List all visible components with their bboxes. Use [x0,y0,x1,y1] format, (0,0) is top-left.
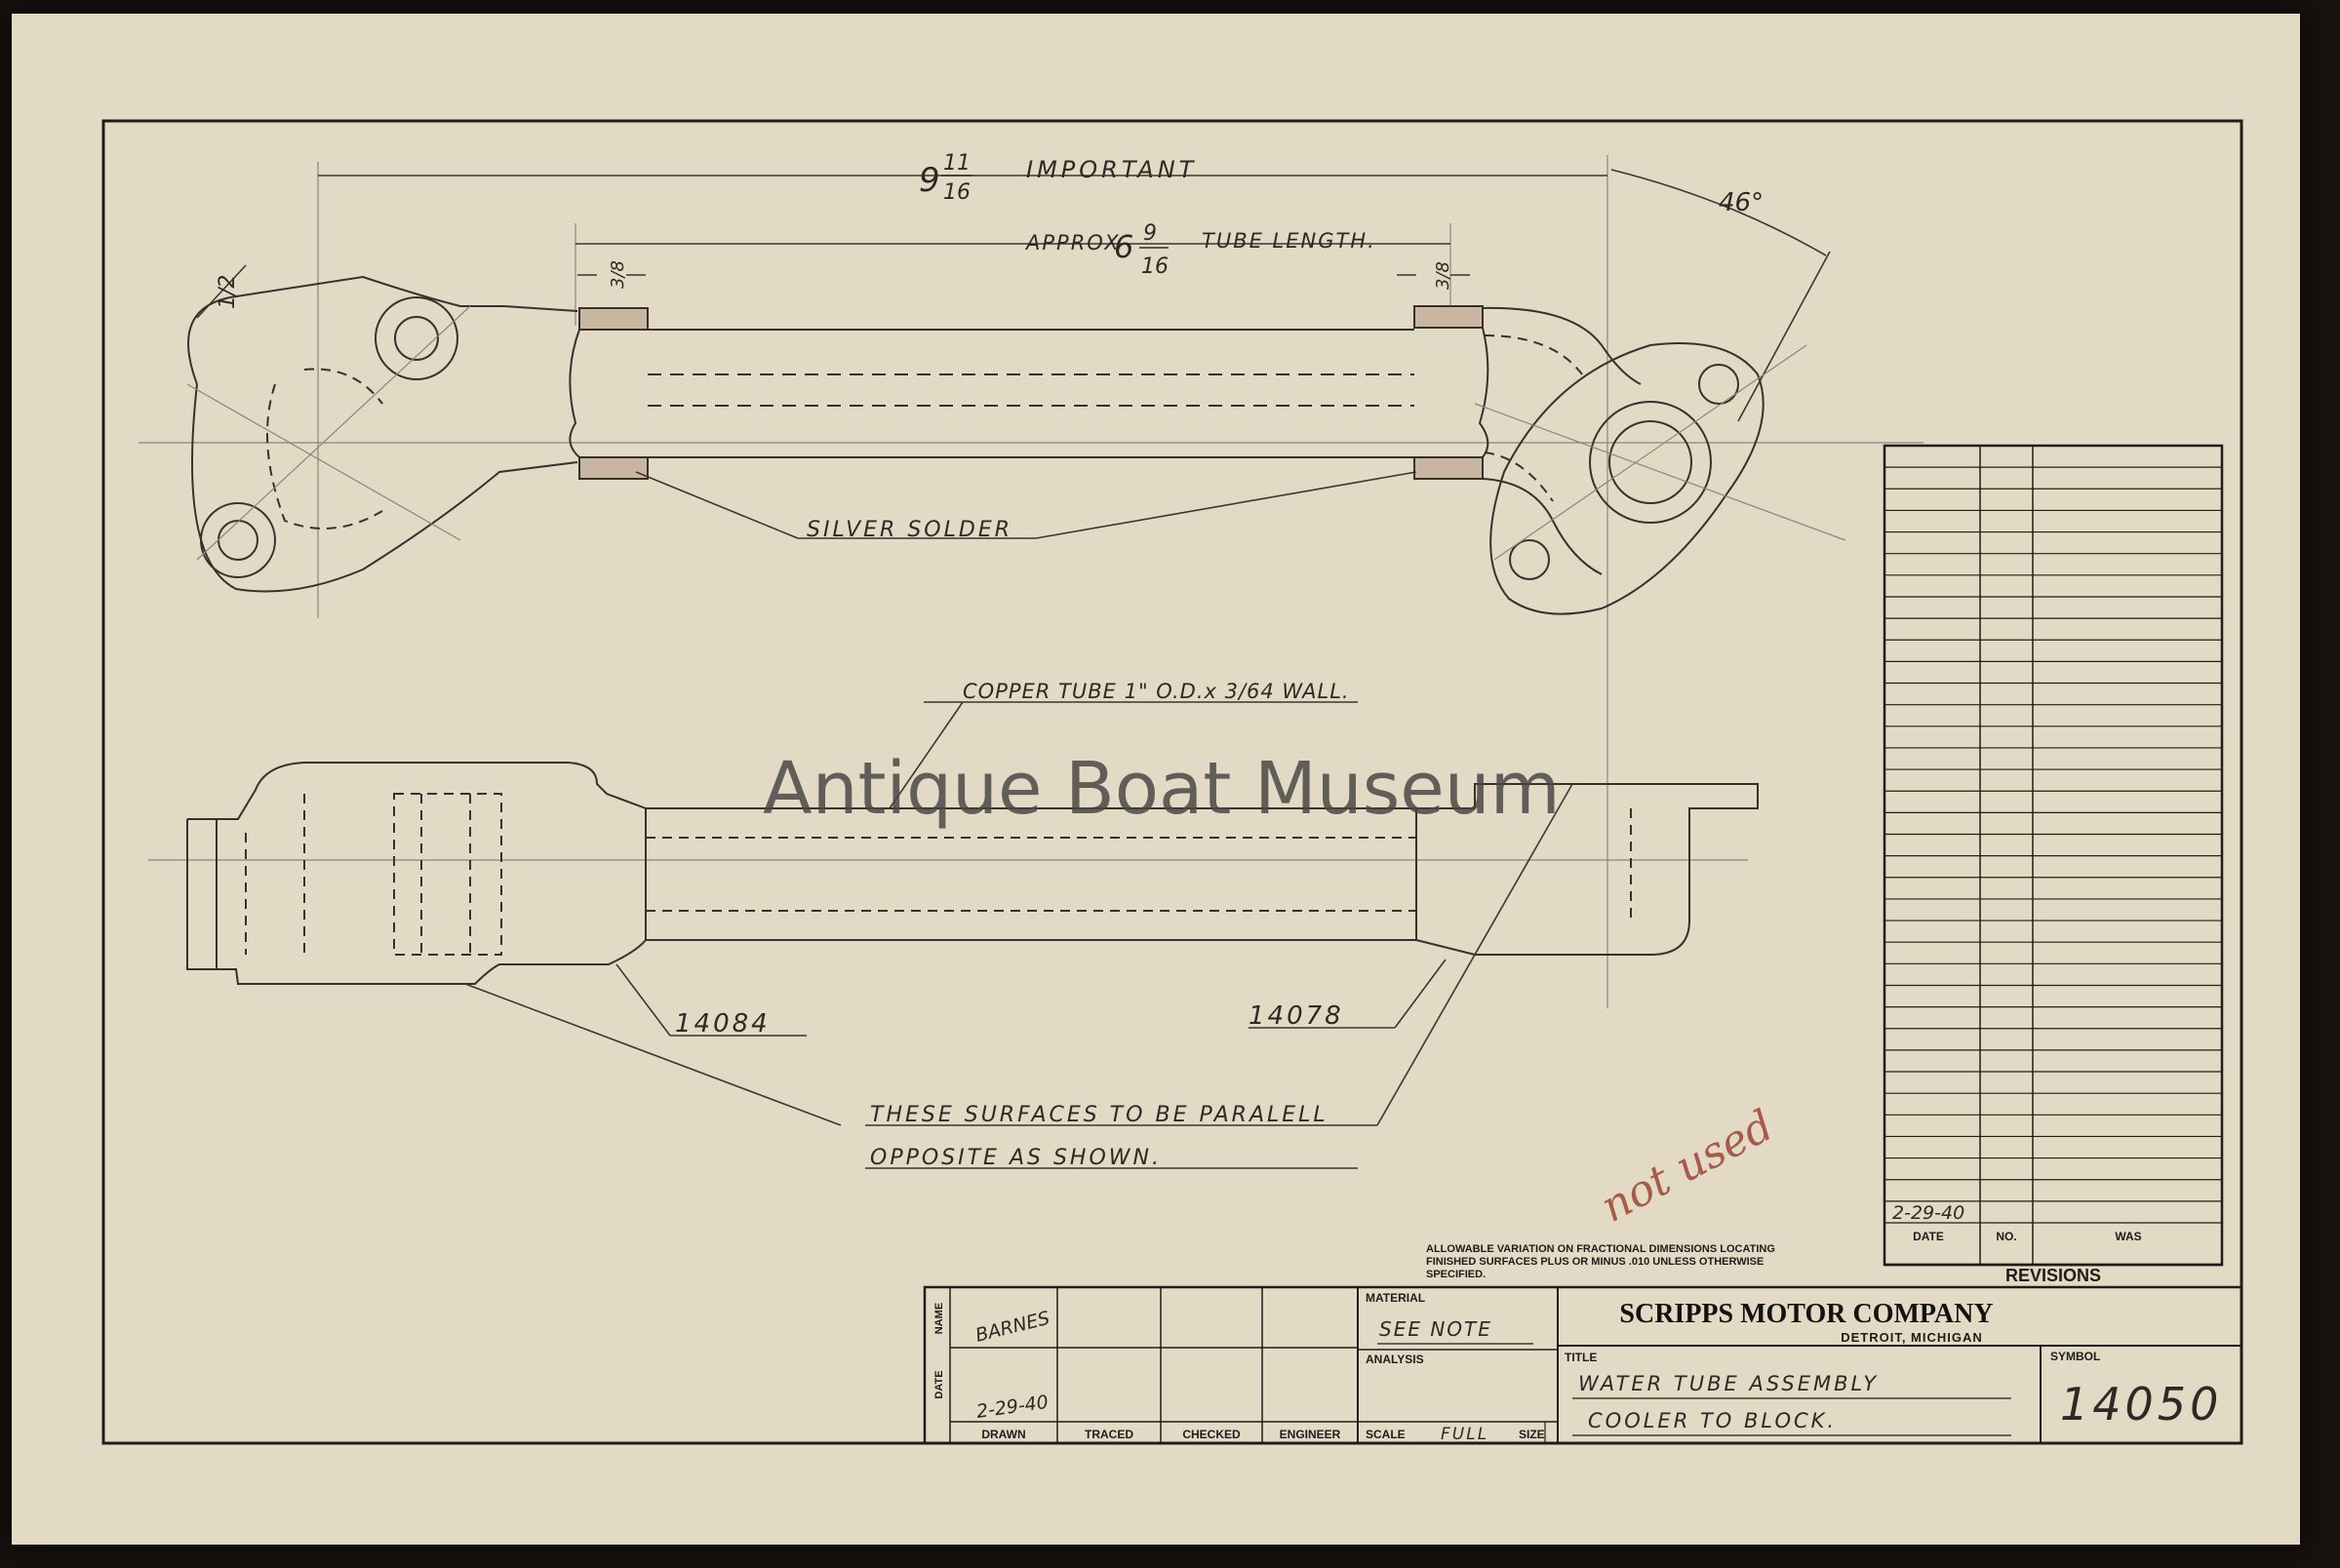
symbol-value: 14050 [2060,1378,2222,1431]
rev-col-date: DATE [1913,1230,1944,1243]
row-name-label: NAME [933,1303,945,1334]
parallel-note-line1: THESE SURFACES TO BE PARALELL [870,1103,1329,1127]
watermark-text: Antique Boat Museum [763,747,1561,831]
overall-dim-den: 16 [943,180,971,205]
dimension-lines [196,169,1831,422]
title-block: ALLOWABLE VARIATION ON FRACTIONAL DIMENS… [923,1243,2243,1445]
drawn-by-name: BARNES [973,1308,1052,1347]
title-line-1: WATER TUBE ASSEMBLY [1578,1372,1879,1395]
tube-dim-den: 16 [1141,255,1169,279]
copper-tube-callout: COPPER TUBE 1" O.D.x 3/64 WALL. [963,680,1350,703]
scale-label: SCALE [1366,1428,1406,1441]
parallel-note-line2: OPPOSITE AS SHOWN. [870,1146,1162,1170]
col-engineer: ENGINEER [1280,1428,1341,1441]
title-line-2: COOLER TO BLOCK. [1588,1409,1837,1432]
small-fraction: 1/2 [216,275,240,309]
plan-view [186,275,1846,615]
socket-left-dim: 3/8 [608,260,628,289]
tube-prefix: APPROX [1024,231,1121,255]
drawing-sheet: 9 11 16 IMPORTANT APPROX 6 9 16 TUBE LEN… [12,14,2300,1545]
leader-lines [464,471,1573,1169]
company-location: DETROIT, MICHIGAN [1841,1330,1983,1345]
col-drawn: DRAWN [981,1428,1025,1441]
tube-dim-whole: 6 [1114,228,1133,265]
revisions-block: DATE NO. WAS 2-29-40 REVISIONS [1883,444,2224,1288]
analysis-label: ANALYSIS [1366,1352,1424,1366]
part-number-14078: 14078 [1249,1001,1344,1031]
col-traced: TRACED [1085,1428,1133,1441]
company-name: SCRIPPS MOTOR COMPANY [1619,1299,1993,1329]
overall-dim-num: 11 [943,151,971,176]
tolerance-note-2: FINISHED SURFACES PLUS OR MINUS .010 UNL… [1426,1256,1764,1268]
socket-right-dim: 3/8 [1433,261,1453,290]
tolerance-note-3: SPECIFIED. [1426,1269,1486,1280]
rev-entry-date: 2-29-40 [1892,1202,1964,1224]
rev-col-was: WAS [2115,1230,2141,1243]
tube-dim-num: 9 [1143,221,1157,246]
material-value: SEE NOTE [1379,1317,1492,1341]
drawn-date: 2-29-40 [975,1392,1050,1423]
row-date-label: DATE [933,1370,945,1398]
overall-dim-whole: 9 [919,161,940,200]
elevation-view [186,762,1759,985]
title-label: TITLE [1565,1351,1597,1364]
scale-value: FULL [1441,1425,1488,1444]
tolerance-note-1: ALLOWABLE VARIATION ON FRACTIONAL DIMENS… [1426,1243,1775,1255]
part-number-14084: 14084 [675,1009,771,1039]
silver-solder-callout: SILVER SOLDER [807,518,1012,542]
tube-note: TUBE LENGTH. [1202,229,1376,253]
revisions-heading: REVISIONS [2005,1266,2101,1285]
symbol-label: SYMBOL [2050,1350,2100,1363]
material-label: MATERIAL [1366,1291,1425,1305]
angle-dim: 46° [1719,188,1764,217]
overall-dim-note: IMPORTANT [1026,156,1197,183]
not-used-annotation: not used [1593,1101,1781,1233]
technical-drawing: 9 11 16 IMPORTANT APPROX 6 9 16 TUBE LEN… [101,119,2243,1445]
rev-col-no: NO. [1996,1230,2016,1243]
construction-lines [139,155,1924,1008]
size-label: SIZE [1519,1428,1545,1441]
col-checked: CHECKED [1182,1428,1241,1441]
